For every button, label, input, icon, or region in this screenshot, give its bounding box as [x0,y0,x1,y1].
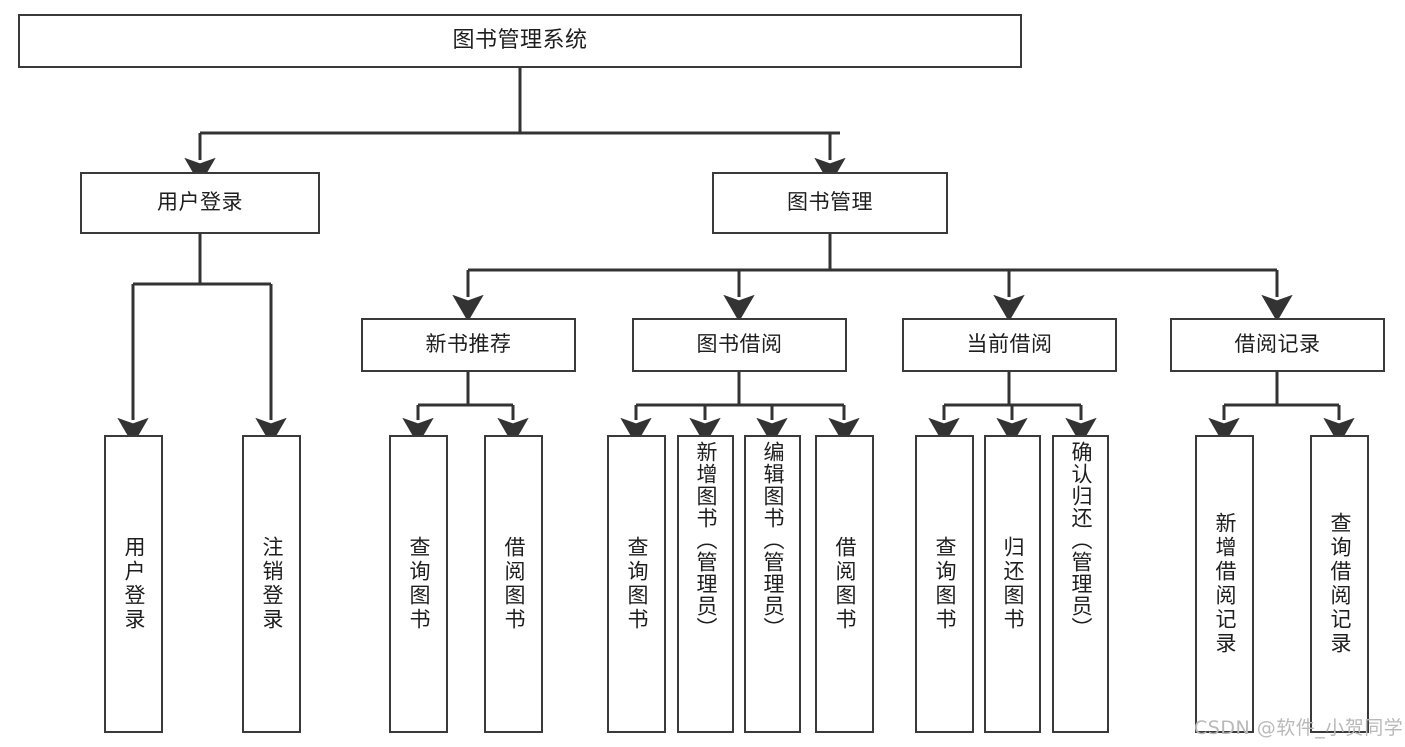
leaf-borrow-book-2[interactable]: 借阅图书 [815,435,874,733]
leaf-label: 确认归还（管理员） [1069,441,1093,639]
leaf-query-book-2[interactable]: 查询图书 [607,435,666,733]
csdn-watermark: CSDN @软件_小贺同学 [1194,717,1404,739]
leaf-query-book-3[interactable]: 查询图书 [915,435,974,733]
leaf-label: 借阅图书 [502,536,526,632]
leaf-add-book[interactable]: 新增图书（管理员） [677,435,734,733]
node-root[interactable]: 图书管理系统 [18,14,1022,68]
node-borrow-record[interactable]: 借阅记录 [1170,318,1385,372]
node-new-book-recommend[interactable]: 新书推荐 [361,318,576,372]
node-user-login[interactable]: 用户登录 [80,172,320,234]
leaf-add-record[interactable]: 新增借阅记录 [1195,435,1254,733]
leaf-confirm-return[interactable]: 确认归还（管理员） [1052,435,1109,733]
node-book-manage[interactable]: 图书管理 [712,172,948,234]
leaf-label: 注销登录 [260,536,284,632]
node-current-borrow[interactable]: 当前借阅 [902,318,1117,372]
node-book-borrow[interactable]: 图书借阅 [632,318,847,372]
leaf-user-logout[interactable]: 注销登录 [242,435,301,733]
leaf-label: 查询图书 [625,536,649,632]
leaf-label: 借阅图书 [833,536,857,632]
leaf-borrow-book-1[interactable]: 借阅图书 [484,435,543,733]
leaf-user-login[interactable]: 用户登录 [104,435,163,733]
leaf-label: 查询借阅记录 [1328,512,1352,656]
leaf-label: 查询图书 [933,536,957,632]
leaf-label: 编辑图书（管理员） [761,441,785,639]
leaf-query-book-1[interactable]: 查询图书 [389,435,448,733]
leaf-label: 归还图书 [1001,536,1025,632]
leaf-edit-book[interactable]: 编辑图书（管理员） [744,435,801,733]
leaf-label: 新增借阅记录 [1213,512,1237,656]
leaf-label: 新增图书（管理员） [694,441,718,639]
leaf-label: 查询图书 [407,536,431,632]
leaf-label: 用户登录 [122,536,146,632]
leaf-query-record[interactable]: 查询借阅记录 [1310,435,1369,733]
leaf-return-book[interactable]: 归还图书 [984,435,1041,733]
